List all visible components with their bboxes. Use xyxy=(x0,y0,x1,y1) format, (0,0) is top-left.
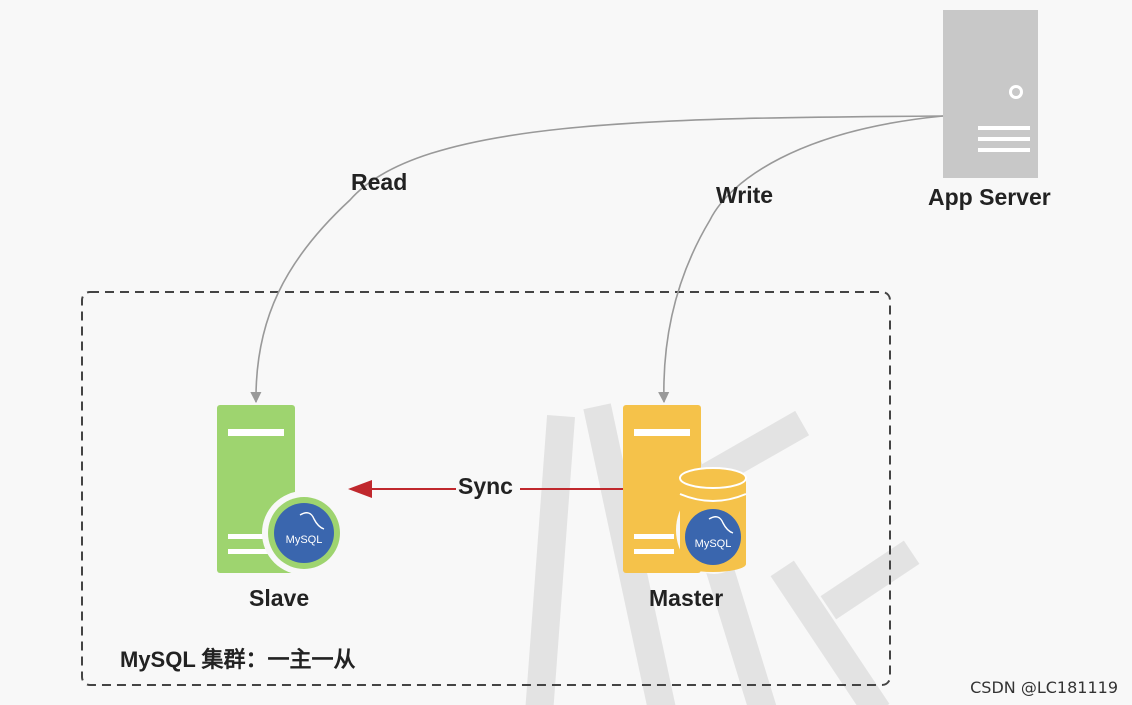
credit-watermark: CSDN @LC181119 xyxy=(970,678,1118,697)
app-server-label: App Server xyxy=(928,184,1051,210)
read-label: Read xyxy=(351,169,408,195)
app-server-icon xyxy=(943,10,1038,178)
read-arrow xyxy=(250,115,944,404)
master-mysql-logo-text: MySQL xyxy=(695,538,732,550)
cluster-box xyxy=(81,291,891,686)
write-label: Write xyxy=(716,182,774,208)
master-label: Master xyxy=(649,585,724,611)
slave-server-icon xyxy=(217,405,346,575)
write-arrow xyxy=(658,115,944,404)
slave-label: Slave xyxy=(249,585,310,611)
sync-label: Sync xyxy=(458,473,513,499)
sync-arrow xyxy=(348,480,624,498)
cluster-label: MySQL 集群：一主一从 xyxy=(120,647,356,672)
slave-mysql-logo-text: MySQL xyxy=(286,534,323,546)
master-server-icon xyxy=(623,405,752,574)
